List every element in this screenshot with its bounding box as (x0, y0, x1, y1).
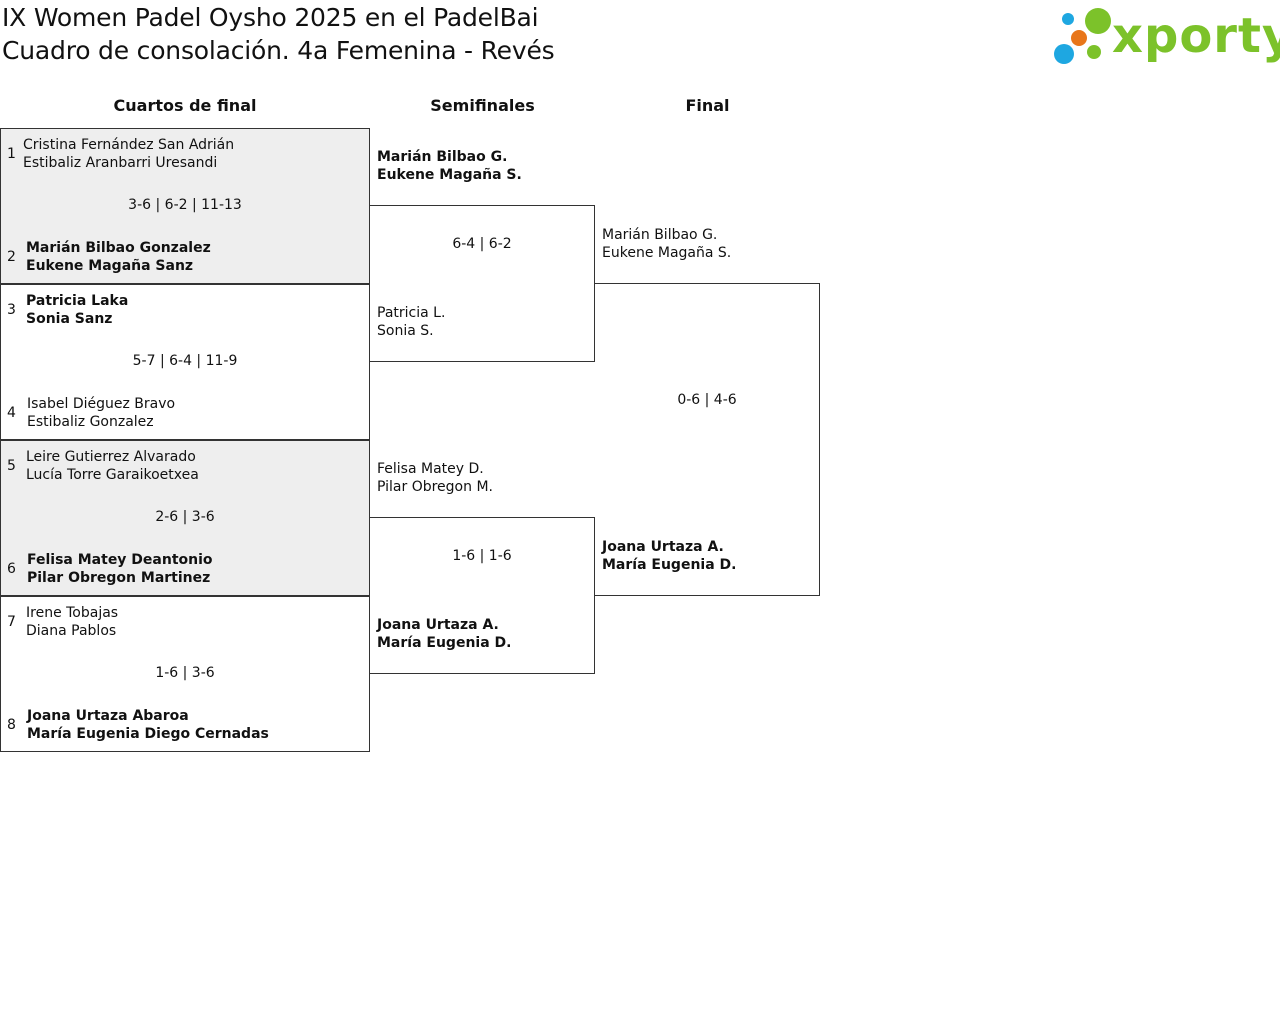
final-match-bracket (595, 283, 820, 596)
final-team-bottom-winner: Joana Urtaza A. María Eugenia D. (602, 538, 736, 574)
seed-number: 7 (7, 614, 16, 630)
match-score: 3-6 | 6-2 | 11-13 (128, 197, 242, 213)
seed-number: 1 (7, 146, 16, 162)
player-name: Pilar Obregon Martinez (27, 570, 211, 586)
semifinal-1-team-top-winner: Marián Bilbao G. Eukene Magaña S. (377, 148, 522, 184)
player-name: Felisa Matey D. (377, 461, 484, 477)
player-name: Isabel Diéguez Bravo (27, 396, 176, 412)
round-header-quarterfinals: Cuartos de final (113, 96, 257, 115)
player-name: María Eugenia Diego Cernadas (27, 726, 269, 742)
team-seed-2-winner: Marián Bilbao Gonzalez Eukene Magaña San… (26, 239, 211, 275)
semifinal-2-team-top: Felisa Matey D. Pilar Obregon M. (377, 460, 493, 496)
player-name: Estibaliz Aranbarri Uresandi (23, 155, 218, 171)
team-seed-6-winner: Felisa Matey Deantonio Pilar Obregon Mar… (27, 551, 213, 587)
match-score: 0-6 | 4-6 (677, 392, 737, 408)
player-name: Irene Tobajas (26, 605, 119, 621)
team-seed-1: Cristina Fernández San Adrián Estibaliz … (23, 136, 234, 172)
player-name: Sonia Sanz (26, 311, 113, 327)
round-header-final: Final (685, 96, 730, 115)
semifinal-2-team-bottom-winner: Joana Urtaza A. María Eugenia D. (377, 616, 511, 652)
player-name: Eukene Magaña Sanz (26, 258, 194, 274)
xporty-logo: xporty (1050, 4, 1280, 68)
team-seed-7: Irene Tobajas Diana Pablos (26, 604, 118, 640)
player-name: Cristina Fernández San Adrián (23, 137, 235, 153)
player-name: María Eugenia D. (602, 557, 737, 573)
semifinal-1-team-bottom: Patricia L. Sonia S. (377, 304, 445, 340)
semifinal-match-1-bracket (370, 205, 595, 362)
team-seed-5: Leire Gutierrez Alvarado Lucía Torre Gar… (26, 448, 199, 484)
player-name: Pilar Obregon M. (377, 479, 493, 495)
match-score: 5-7 | 6-4 | 11-9 (132, 353, 238, 369)
match-score: 2-6 | 3-6 (155, 509, 215, 525)
final-team-top: Marián Bilbao G. Eukene Magaña S. (602, 226, 731, 262)
player-name: Estibaliz Gonzalez (27, 414, 154, 430)
player-name: Leire Gutierrez Alvarado (26, 449, 196, 465)
player-name: Eukene Magaña S. (377, 167, 522, 183)
player-name: Marián Bilbao G. (602, 227, 718, 243)
round-header-semifinals: Semifinales (430, 96, 535, 115)
player-name: Marián Bilbao Gonzalez (26, 240, 211, 256)
semifinal-match-2-bracket (370, 517, 595, 674)
page-title-line-1: IX Women Padel Oysho 2025 en el PadelBai (2, 3, 539, 32)
page-title-line-2: Cuadro de consolación. 4a Femenina - Rev… (2, 36, 555, 65)
player-name: Joana Urtaza A. (377, 617, 499, 633)
seed-number: 5 (7, 458, 16, 474)
player-name: Felisa Matey Deantonio (27, 552, 213, 568)
match-score: 6-4 | 6-2 (452, 236, 512, 252)
player-name: Joana Urtaza A. (602, 539, 724, 555)
player-name: María Eugenia D. (377, 635, 512, 651)
player-name: Patricia Laka (26, 293, 129, 309)
seed-number: 6 (7, 561, 16, 577)
quarterfinal-match-3 (0, 440, 370, 596)
player-name: Diana Pablos (26, 623, 117, 639)
player-name: Patricia L. (377, 305, 446, 321)
xporty-logo-text: xporty (1112, 8, 1280, 64)
player-name: Sonia S. (377, 323, 434, 339)
player-name: Marián Bilbao G. (377, 149, 508, 165)
player-name: Eukene Magaña S. (602, 245, 732, 261)
seed-number: 8 (7, 717, 16, 733)
xporty-logo-dots-icon (1054, 8, 1111, 64)
quarterfinal-match-4 (0, 596, 370, 752)
quarterfinal-match-1 (0, 128, 370, 284)
seed-number: 4 (7, 405, 16, 421)
team-seed-4: Isabel Diéguez Bravo Estibaliz Gonzalez (27, 395, 175, 431)
player-name: Lucía Torre Garaikoetxea (26, 467, 199, 483)
team-seed-3-winner: Patricia Laka Sonia Sanz (26, 292, 128, 328)
player-name: Joana Urtaza Abaroa (27, 708, 189, 724)
seed-number: 2 (7, 249, 16, 265)
quarterfinal-match-2 (0, 284, 370, 440)
match-score: 1-6 | 1-6 (452, 548, 512, 564)
seed-number: 3 (7, 302, 16, 318)
team-seed-8-winner: Joana Urtaza Abaroa María Eugenia Diego … (27, 707, 269, 743)
match-score: 1-6 | 3-6 (155, 665, 215, 681)
